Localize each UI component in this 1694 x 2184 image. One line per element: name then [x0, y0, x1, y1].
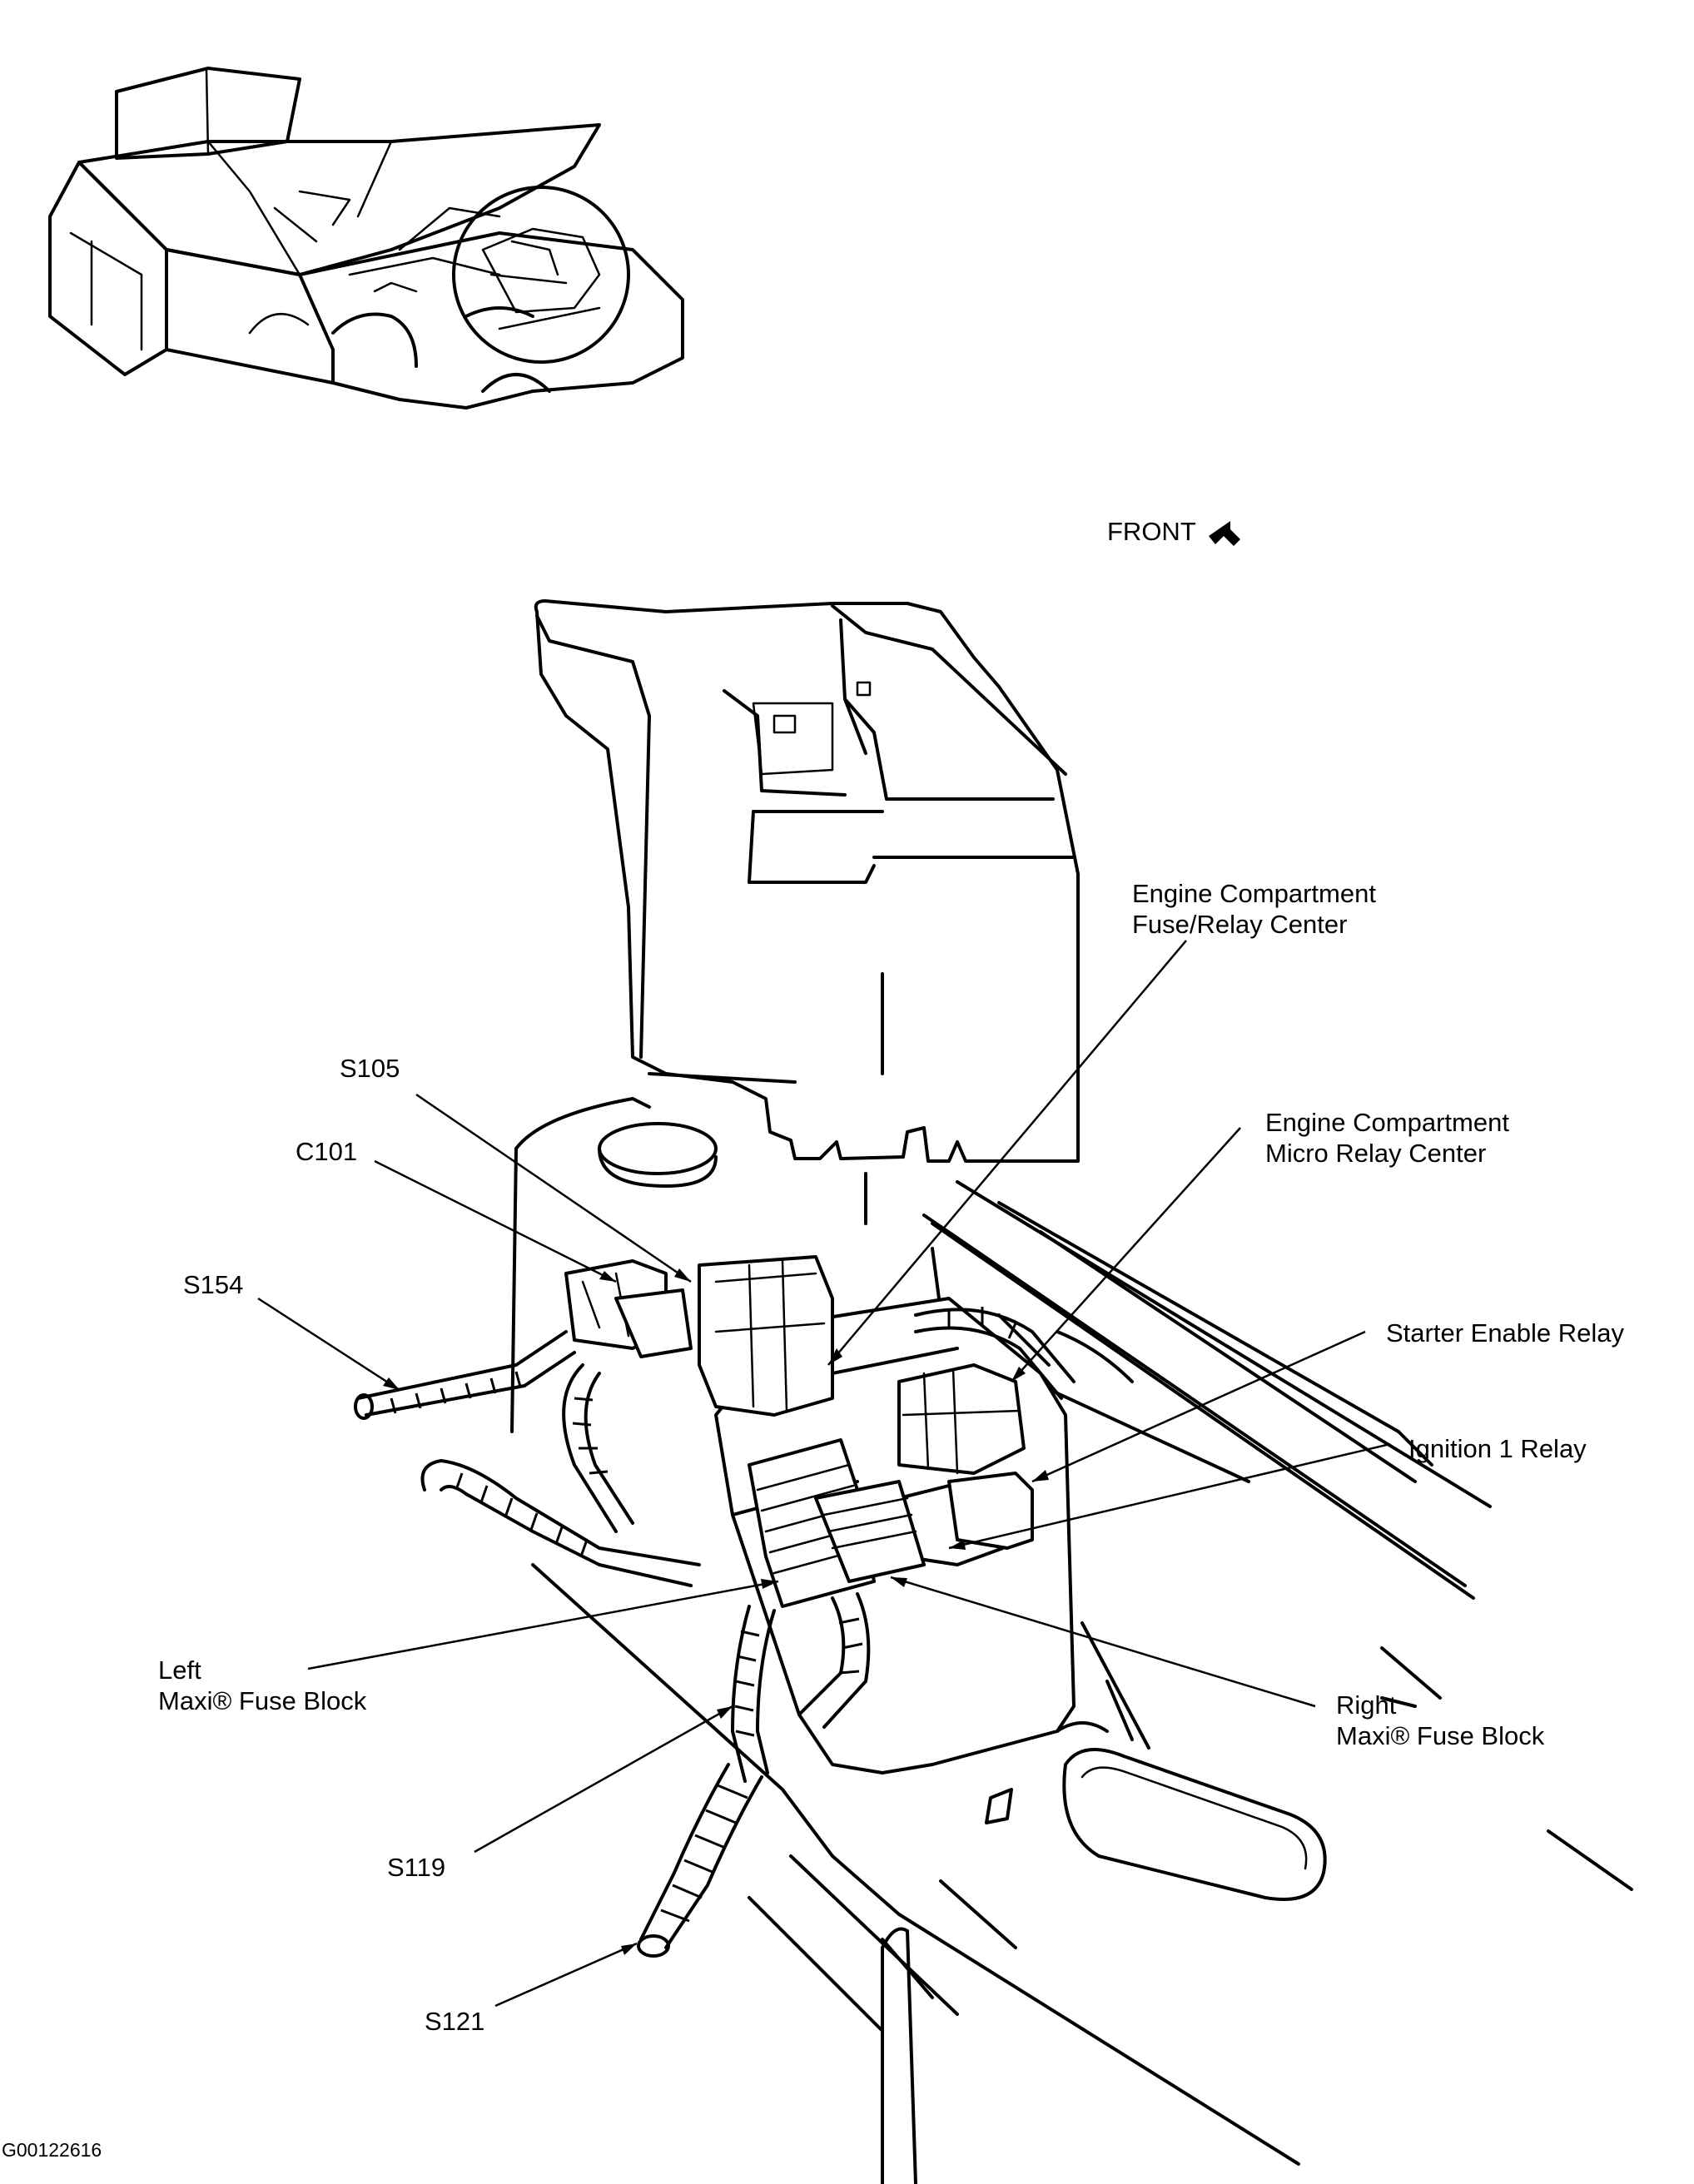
- front-label: FRONT: [1107, 517, 1196, 546]
- s105-label: S105: [340, 1054, 400, 1083]
- c101-label: C101: [296, 1137, 358, 1166]
- right-maxi-fuse-block-label: Right Maxi® Fuse Block: [1336, 1690, 1544, 1751]
- leader-starter-enable-relay: [1031, 1330, 1366, 1483]
- wiring-harness-side: [562, 1363, 634, 1533]
- starter-enable-relay-label: Starter Enable Relay: [1386, 1318, 1625, 1348]
- front-direction-arrow-icon: [1209, 521, 1240, 546]
- figure-id-label: G00122616: [2, 2139, 102, 2161]
- wiring-harness-left-loop: [420, 1459, 701, 1587]
- ignition-1-relay-label: Ignition 1 Relay: [1408, 1434, 1587, 1463]
- wiring-harness-s119: [731, 1592, 871, 1783]
- leader-s105: [415, 1093, 692, 1283]
- s119-label: S119: [387, 1853, 446, 1882]
- wiring-harness-s121: [637, 1763, 763, 1958]
- left-maxi-fuse-block-label-line-1: Left: [158, 1655, 201, 1685]
- leader-ignition-1-relay: [948, 1442, 1391, 1550]
- leader-s119: [474, 1705, 733, 1854]
- right-maxi-fuse-block-label-line-1: Right: [1336, 1690, 1397, 1720]
- micro-relay-center-label-line-1: Engine Compartment: [1265, 1108, 1509, 1137]
- engine-compartment-drawing: [354, 599, 1633, 2184]
- s121-label: S121: [425, 2007, 485, 2036]
- callout-leader-lines: [257, 940, 1391, 2008]
- leader-s154: [257, 1297, 400, 1392]
- fuse-relay-center-label-line-2: Fuse/Relay Center: [1132, 910, 1348, 939]
- vehicle-overview-inset: [48, 67, 684, 410]
- leader-micro-relay-center: [1011, 1127, 1241, 1382]
- wiring-harness-s154: [354, 1330, 576, 1420]
- leader-s121: [494, 1942, 638, 2008]
- micro-relay-center-label: Engine Compartment Micro Relay Center: [1265, 1107, 1509, 1169]
- left-maxi-fuse-block-label: Left Maxi® Fuse Block: [158, 1655, 366, 1716]
- left-maxi-fuse-block-label-line-2: Maxi® Fuse Block: [158, 1686, 367, 1715]
- leader-fuse-relay-center: [827, 940, 1187, 1366]
- s154-label: S154: [183, 1270, 244, 1299]
- fuse-relay-center-label: Engine Compartment Fuse/Relay Center: [1132, 878, 1376, 940]
- leader-left-maxi-fuse-block: [307, 1580, 779, 1670]
- micro-relay-center-label-line-2: Micro Relay Center: [1265, 1139, 1487, 1168]
- fuse-relay-center-label-line-1: Engine Compartment: [1132, 879, 1376, 908]
- wiring-harness-right: [914, 1307, 1134, 1400]
- leader-c101: [374, 1159, 617, 1283]
- leader-right-maxi-fuse-block: [890, 1576, 1316, 1708]
- right-maxi-fuse-block-label-line-2: Maxi® Fuse Block: [1336, 1721, 1545, 1750]
